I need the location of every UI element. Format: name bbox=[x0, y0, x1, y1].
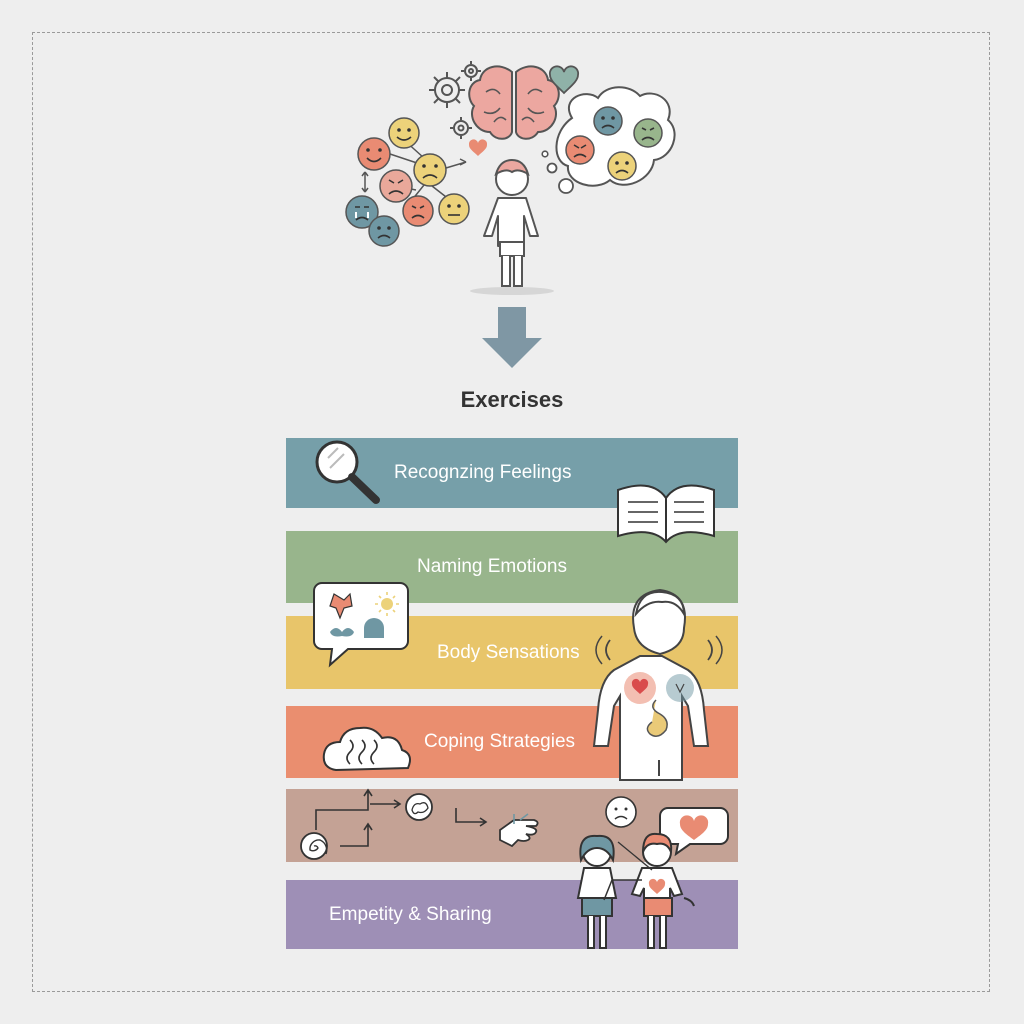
frustrated-face-icon bbox=[402, 195, 434, 227]
gear-icon bbox=[429, 72, 465, 108]
crying-face-icon bbox=[345, 195, 379, 229]
open-book-icon bbox=[617, 484, 715, 544]
spiral-icon bbox=[300, 832, 328, 860]
neutral-face-icon bbox=[438, 193, 470, 225]
brain-icon bbox=[405, 793, 433, 821]
angry-face-icon bbox=[379, 169, 413, 203]
flow-connector bbox=[315, 788, 488, 847]
sad-face-icon bbox=[368, 215, 400, 247]
diagram-title: Exercises bbox=[460, 387, 564, 412]
step-label: Body Sensations bbox=[437, 641, 580, 663]
two-children-icon bbox=[576, 796, 729, 949]
gear-icon bbox=[450, 117, 472, 139]
child-figure-icon bbox=[470, 158, 554, 295]
frowning-face-icon bbox=[633, 118, 663, 148]
worried-face-icon bbox=[607, 151, 637, 181]
angry-face-icon bbox=[565, 135, 595, 165]
worried-face-icon bbox=[413, 153, 447, 187]
cloud-icon bbox=[322, 726, 411, 772]
hand-icon bbox=[499, 813, 539, 848]
body-outline-icon bbox=[592, 588, 723, 781]
heart-icon bbox=[548, 65, 580, 95]
heart-icon bbox=[468, 139, 488, 156]
diagram-frame bbox=[32, 32, 990, 992]
step-label: Coping Strategies bbox=[424, 731, 576, 752]
step-label: Recognzing Feelings bbox=[394, 462, 572, 483]
step-label: Empetity & Sharing bbox=[329, 903, 492, 925]
happy-face-icon bbox=[388, 117, 420, 149]
step-label: Naming Emotions bbox=[417, 556, 567, 577]
sad-face-icon bbox=[593, 106, 623, 136]
gear-icon bbox=[461, 61, 481, 81]
emotion-network bbox=[361, 139, 467, 201]
smiling-face-icon bbox=[357, 137, 391, 171]
speech-bubble-icon bbox=[313, 582, 409, 668]
brain-icon bbox=[468, 65, 560, 140]
magnifying-glass-icon bbox=[315, 440, 380, 504]
